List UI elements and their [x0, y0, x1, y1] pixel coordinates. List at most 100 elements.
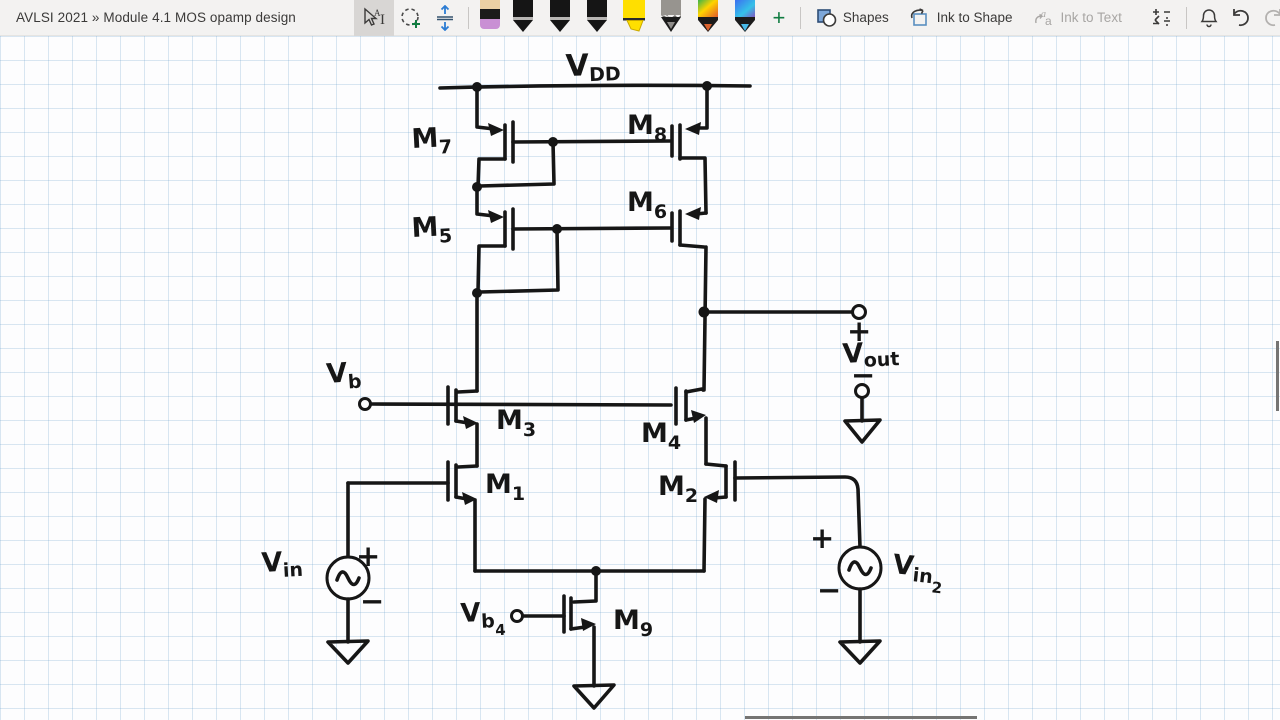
pen-black-3[interactable]	[579, 0, 616, 36]
toolbar-separator	[799, 6, 801, 29]
add-pen-button[interactable]: +	[772, 4, 786, 30]
vin2-source[interactable]	[839, 547, 881, 663]
svg-text:a: a	[1045, 14, 1052, 28]
toolbar-separator	[1185, 6, 1187, 29]
svg-text:M8: M8	[627, 110, 667, 146]
svg-text:M2: M2	[658, 471, 698, 507]
svg-text:Vb: Vb	[325, 357, 362, 395]
shapes-button[interactable]: Shapes	[807, 0, 899, 36]
pen-rainbow[interactable]	[690, 0, 727, 36]
vdd-label[interactable]: VDD	[565, 47, 621, 87]
m5-label[interactable]: M5	[411, 211, 453, 249]
math-assistant-button[interactable]	[1146, 0, 1178, 36]
redo-button[interactable]	[1257, 0, 1280, 36]
math-icon	[1152, 8, 1170, 26]
undo-icon	[1232, 8, 1249, 26]
gate-wire-m7-m8[interactable]	[513, 137, 670, 147]
redo-icon	[1264, 8, 1280, 26]
vout-branch[interactable]	[704, 306, 880, 443]
svg-text:−: −	[851, 358, 875, 392]
svg-text:+: +	[356, 539, 380, 573]
transistor-m2[interactable]	[704, 462, 860, 571]
eraser[interactable]	[475, 0, 505, 36]
svg-text:+: +	[847, 314, 871, 348]
vb-label[interactable]: Vb	[325, 357, 362, 395]
black-pen-icon	[550, 0, 571, 32]
vout-label[interactable]: + Vout −	[842, 314, 900, 392]
svg-text:Vin2: Vin2	[890, 549, 946, 597]
svg-text:I: I	[380, 12, 385, 28]
vertical-scrollbar-thumb[interactable]	[1276, 341, 1279, 411]
black-pen-icon	[587, 0, 608, 32]
svg-text:M3: M3	[496, 405, 536, 441]
ink-to-shape-label: Ink to Shape	[936, 10, 1013, 25]
svg-text:M4: M4	[641, 418, 681, 454]
svg-text:VDD: VDD	[565, 47, 621, 87]
m8-label[interactable]: M8	[627, 110, 667, 146]
insert-space-tool[interactable]	[428, 0, 462, 36]
tail-wire[interactable]	[475, 566, 704, 576]
vin-label[interactable]: Vin + −	[261, 539, 385, 618]
transistor-m8[interactable]	[672, 86, 707, 213]
m4-label[interactable]: M4	[641, 418, 681, 454]
pen-black-1[interactable]	[505, 0, 542, 36]
svg-text:A: A	[374, 8, 381, 18]
svg-text:Vb4: Vb4	[460, 597, 506, 641]
svg-text:−: −	[360, 584, 384, 618]
m2-label[interactable]: M2	[658, 471, 698, 507]
svg-text:−: −	[817, 573, 841, 607]
transistor-m5[interactable]	[472, 187, 558, 298]
drawing-canvas[interactable]	[0, 36, 1280, 720]
highlighter-yellow[interactable]	[616, 0, 653, 36]
ink-to-text-label: Ink to Text	[1060, 10, 1122, 25]
transistor-m6[interactable]	[672, 207, 706, 247]
lasso-select-tool[interactable]	[394, 0, 428, 36]
notebook-breadcrumb: AVLSI 2021 » Module 4.1 MOS opamp design	[16, 10, 296, 25]
svg-text:M5: M5	[411, 211, 453, 249]
highlighter-icon	[623, 0, 646, 32]
gate-wire-m5-m6[interactable]	[513, 224, 670, 234]
galaxy-pen-icon	[735, 0, 756, 32]
ink-to-text-button[interactable]: a a Ink to Text	[1023, 0, 1132, 36]
ink-to-shape-button[interactable]: Ink to Shape	[899, 0, 1023, 36]
pencil-gray[interactable]	[653, 0, 690, 36]
svg-text:Vout: Vout	[842, 336, 900, 373]
vin-source[interactable]	[327, 483, 369, 663]
svg-text:Vin: Vin	[261, 546, 304, 583]
horizontal-scrollbar-thumb[interactable]	[745, 716, 977, 719]
lasso-select-icon	[401, 7, 420, 28]
svg-text:M9: M9	[613, 605, 653, 641]
transistor-m4[interactable]	[676, 388, 706, 464]
m7-label[interactable]: M7	[411, 122, 453, 160]
rainbow-pen-icon	[698, 0, 719, 32]
vin2-label[interactable]: + − Vin2	[810, 521, 946, 607]
svg-text:M7: M7	[411, 122, 453, 160]
pencil-icon	[661, 0, 682, 32]
vb4-label[interactable]: Vb4	[460, 597, 506, 641]
insert-space-icon	[436, 4, 453, 31]
notifications-button[interactable]	[1193, 0, 1225, 36]
vb-terminal[interactable]	[360, 399, 672, 410]
m9-label[interactable]: M9	[613, 605, 653, 641]
svg-text:+: +	[810, 521, 834, 555]
select-cursor-icon: A I	[364, 6, 385, 28]
transistor-m9[interactable]	[512, 571, 615, 708]
m1-label[interactable]: M1	[485, 469, 525, 505]
transistor-m1[interactable]	[348, 462, 477, 571]
app-toolbar: AVLSI 2021 » Module 4.1 MOS opamp design…	[0, 0, 1280, 36]
bell-icon	[1200, 8, 1218, 27]
m6-label[interactable]: M6	[627, 187, 667, 223]
pen-galaxy[interactable]	[727, 0, 764, 36]
select-ink-tool[interactable]: A I	[353, 0, 394, 36]
m3-label[interactable]: M3	[496, 405, 536, 441]
undo-button[interactable]	[1225, 0, 1257, 36]
pen-black-2[interactable]	[542, 0, 579, 36]
transistor-m7[interactable]	[472, 87, 554, 192]
black-pen-icon	[513, 0, 534, 32]
svg-text:a: a	[1041, 9, 1046, 20]
right-rail[interactable]	[698, 247, 710, 390]
ink-to-text-icon: a a	[1034, 9, 1052, 28]
eraser-icon	[479, 0, 500, 29]
transistor-m3[interactable]	[448, 387, 478, 466]
